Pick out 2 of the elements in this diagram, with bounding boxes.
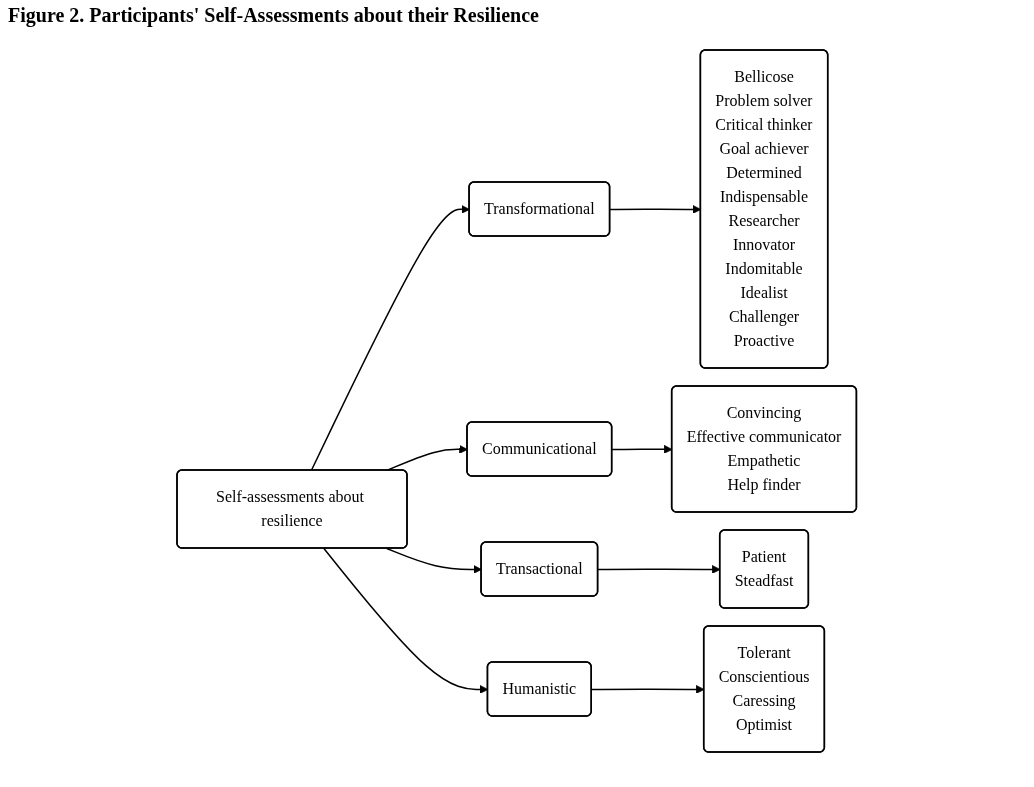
figure-title: Figure 2. Participants' Self-Assessments about their Resilience xyxy=(7,3,540,29)
arrow xyxy=(597,565,721,574)
